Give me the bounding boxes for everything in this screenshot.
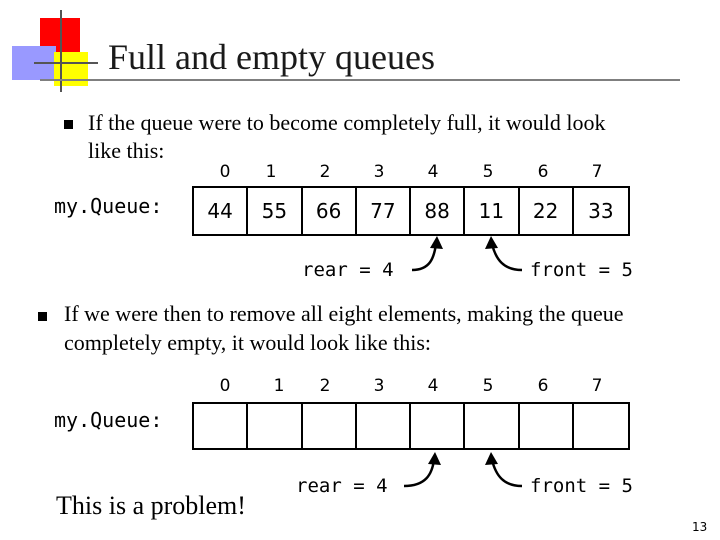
rear-arrowhead bbox=[428, 452, 441, 465]
slide-number: 13 bbox=[692, 520, 707, 534]
front-arrowhead bbox=[485, 452, 498, 465]
problem-statement: This is a problem! bbox=[56, 491, 246, 521]
